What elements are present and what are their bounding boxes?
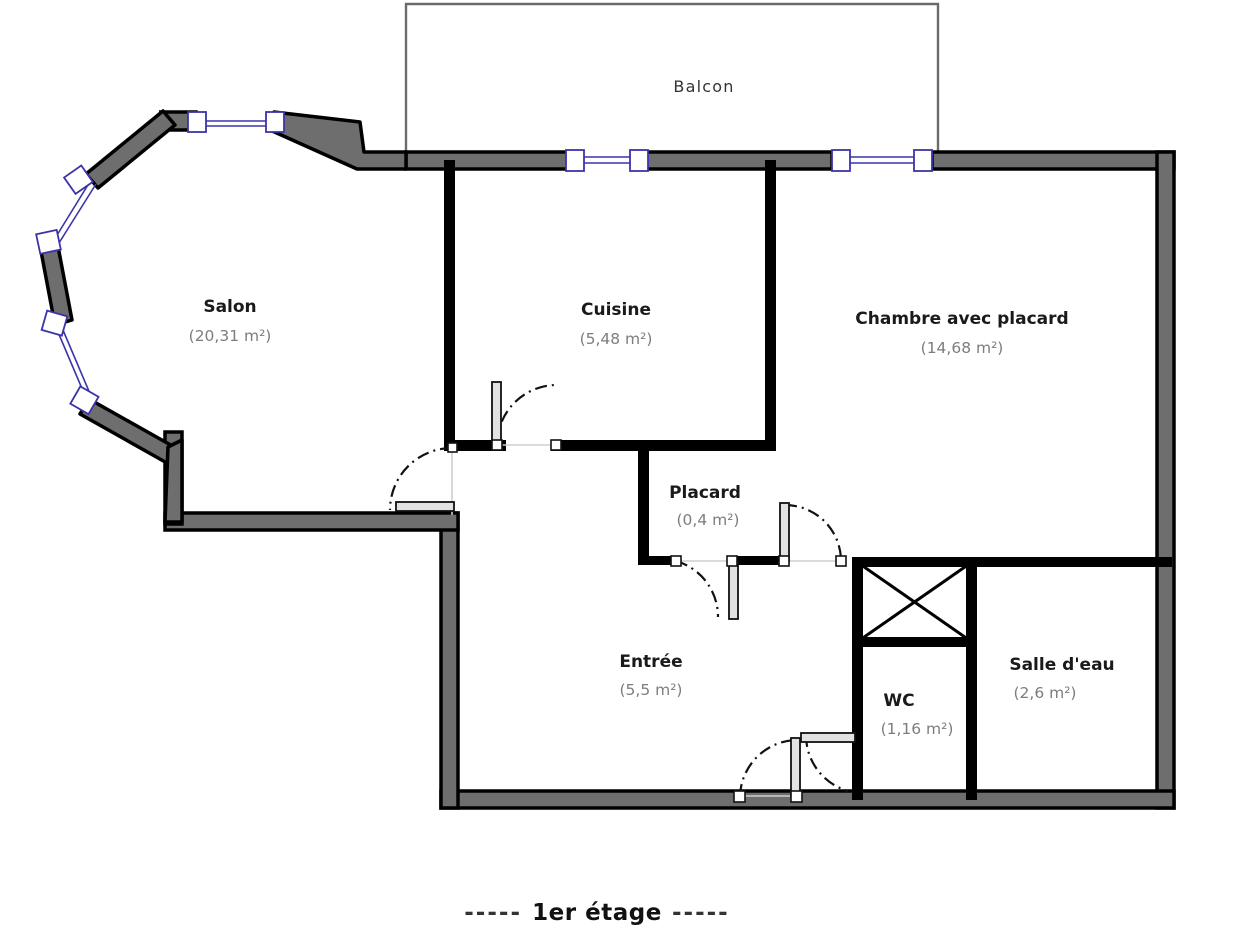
wall-cuisine-bottom-left bbox=[444, 440, 506, 451]
floor-caption-group: ----- 1er étage ----- bbox=[464, 900, 730, 926]
bay-mullion-2 bbox=[265, 111, 285, 133]
room-label-salledeau: Salle d'eau (2,6 m²) bbox=[1009, 655, 1114, 702]
room-label-placard: Placard (0,4 m²) bbox=[669, 483, 741, 529]
room-label-chambre: Chambre avec placard (14,68 m²) bbox=[855, 309, 1068, 357]
bay-wall-segment-nw bbox=[84, 109, 177, 190]
balcony-label: Balcon bbox=[673, 77, 734, 96]
wall-placard-bottom-right bbox=[735, 556, 785, 565]
door-placard bbox=[670, 555, 739, 620]
door-salon-entree bbox=[388, 442, 458, 515]
room-name-chambre: Chambre avec placard bbox=[855, 309, 1068, 329]
wall-placard-bottom bbox=[638, 556, 678, 565]
door-wc bbox=[800, 732, 856, 793]
room-name-placard: Placard bbox=[669, 483, 741, 503]
closet-x-mark bbox=[856, 560, 973, 644]
bay-mullion-3 bbox=[62, 164, 94, 196]
door-entree-main bbox=[733, 737, 803, 803]
bay-mullion-5 bbox=[40, 309, 69, 337]
wall-wc-top bbox=[852, 637, 977, 647]
window-top-left bbox=[565, 149, 649, 172]
room-area-entree: (5,5 m²) bbox=[620, 681, 683, 699]
room-area-chambre: (14,68 m²) bbox=[921, 339, 1004, 357]
room-label-wc: WC (1,16 m²) bbox=[881, 691, 954, 738]
bay-wall-segment-ne bbox=[268, 110, 408, 171]
wall-cuisine-chambre bbox=[765, 160, 776, 448]
balcony-outline bbox=[404, 2, 940, 160]
wall-entree-wc bbox=[852, 560, 863, 800]
floor-caption-dash-right: ----- bbox=[672, 900, 730, 926]
bay-window-glass-top bbox=[196, 120, 274, 127]
room-name-wc: WC bbox=[883, 691, 914, 711]
bay-mullion-1 bbox=[187, 111, 207, 133]
room-label-entree: Entrée (5,5 m²) bbox=[619, 652, 682, 699]
bay-mullion-4 bbox=[35, 228, 62, 255]
room-name-salledeau: Salle d'eau bbox=[1009, 655, 1114, 675]
window-top-right bbox=[831, 149, 933, 172]
exterior-walls bbox=[163, 150, 1176, 810]
room-name-cuisine: Cuisine bbox=[581, 300, 651, 320]
interior-partitions bbox=[444, 160, 1172, 800]
room-label-salon: Salon (20,31 m²) bbox=[189, 297, 272, 345]
bay-wall-segment-s bbox=[163, 438, 184, 524]
room-area-salon: (20,31 m²) bbox=[189, 327, 272, 345]
balcony-label-group: Balcon bbox=[673, 77, 734, 96]
wall-wc-salledeau bbox=[966, 557, 977, 800]
bay-window-glass-nw bbox=[53, 179, 97, 244]
bay-window-assembly bbox=[35, 109, 408, 524]
room-name-salon: Salon bbox=[203, 297, 256, 317]
floor-caption-dash-left: ----- bbox=[464, 900, 522, 926]
door-cuisine bbox=[491, 381, 562, 451]
bay-mullion-6 bbox=[69, 385, 100, 416]
wall-salon-cuisine bbox=[444, 160, 455, 448]
room-area-wc: (1,16 m²) bbox=[881, 720, 954, 738]
floor-caption-text: 1er étage bbox=[532, 900, 662, 926]
wall-salledeau-top bbox=[852, 557, 1172, 567]
room-area-cuisine: (5,48 m²) bbox=[580, 330, 653, 348]
door-chambre-entree bbox=[778, 502, 847, 567]
wall-placard-left bbox=[638, 451, 649, 564]
room-name-entree: Entrée bbox=[619, 652, 682, 672]
wall-cuisine-bottom bbox=[551, 440, 776, 451]
room-label-cuisine: Cuisine (5,48 m²) bbox=[580, 300, 653, 348]
bay-wall-segment-sw bbox=[78, 397, 178, 465]
room-area-placard: (0,4 m²) bbox=[677, 511, 740, 529]
room-area-salledeau: (2,6 m²) bbox=[1014, 684, 1077, 702]
